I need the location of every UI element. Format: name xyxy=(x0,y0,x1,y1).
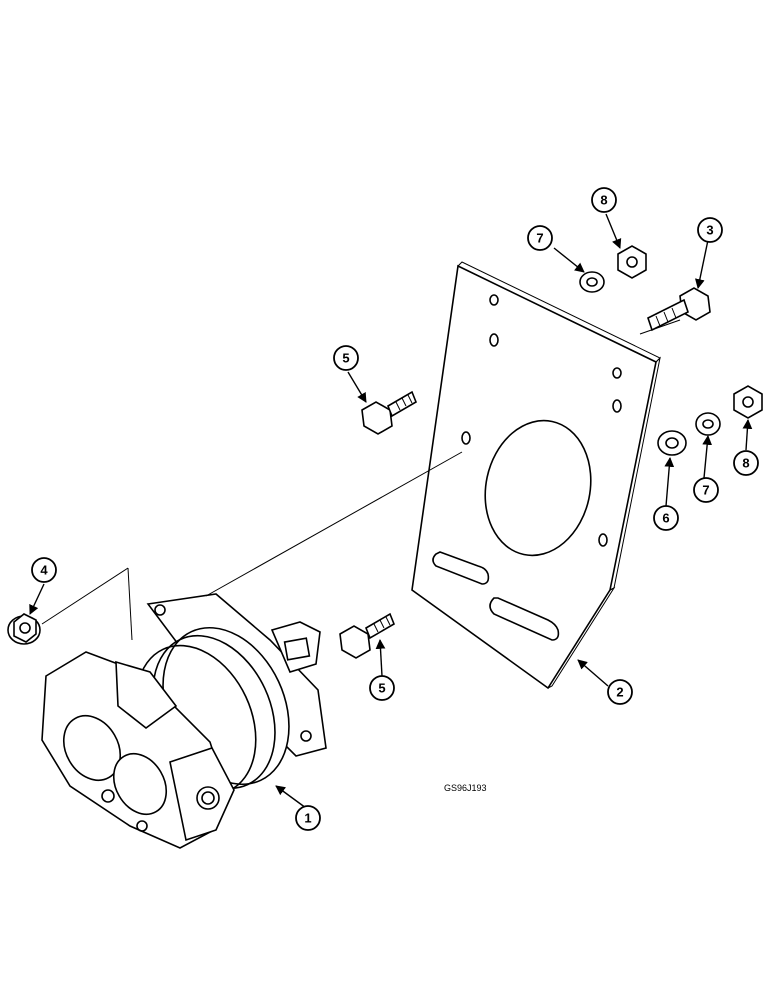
lock-washer-7-right xyxy=(695,412,721,436)
hydraulic-motor xyxy=(41,593,327,849)
callout-4: 4 xyxy=(31,557,57,583)
reference-code: GS96J193 xyxy=(444,783,487,793)
svg-text:4: 4 xyxy=(40,563,48,578)
callout-7-right: 7 xyxy=(693,477,719,503)
svg-text:7: 7 xyxy=(702,483,709,498)
mounting-plate xyxy=(411,261,661,690)
callout-8-top: 8 xyxy=(591,187,617,213)
callout-3: 3 xyxy=(697,217,723,243)
leader-lines xyxy=(29,213,753,809)
callout-2: 2 xyxy=(607,679,633,705)
bolt-5-lower xyxy=(339,612,395,659)
callout-7-top: 7 xyxy=(527,225,553,251)
svg-text:5: 5 xyxy=(342,351,349,366)
svg-text:6: 6 xyxy=(662,511,669,526)
callout-5-upper: 5 xyxy=(333,345,359,371)
lock-washer-7-top xyxy=(579,271,605,293)
svg-text:2: 2 xyxy=(616,685,623,700)
flat-washer-6 xyxy=(657,430,687,456)
svg-text:5: 5 xyxy=(378,681,385,696)
svg-text:8: 8 xyxy=(600,193,607,208)
svg-text:3: 3 xyxy=(706,223,713,238)
svg-text:1: 1 xyxy=(304,811,311,826)
svg-text:8: 8 xyxy=(742,456,749,471)
callout-5-lower: 5 xyxy=(369,675,395,701)
alignment-lines xyxy=(41,319,681,641)
hex-nut-8-right xyxy=(733,385,763,419)
callout-6: 6 xyxy=(653,505,679,531)
flange-nut-4 xyxy=(7,613,41,645)
callout-8-right: 8 xyxy=(733,450,759,476)
hex-nut-8-top xyxy=(617,245,647,279)
bolt-5-upper xyxy=(361,390,417,435)
callout-1: 1 xyxy=(295,805,321,831)
bolt-3 xyxy=(647,287,711,332)
svg-text:7: 7 xyxy=(536,231,543,246)
